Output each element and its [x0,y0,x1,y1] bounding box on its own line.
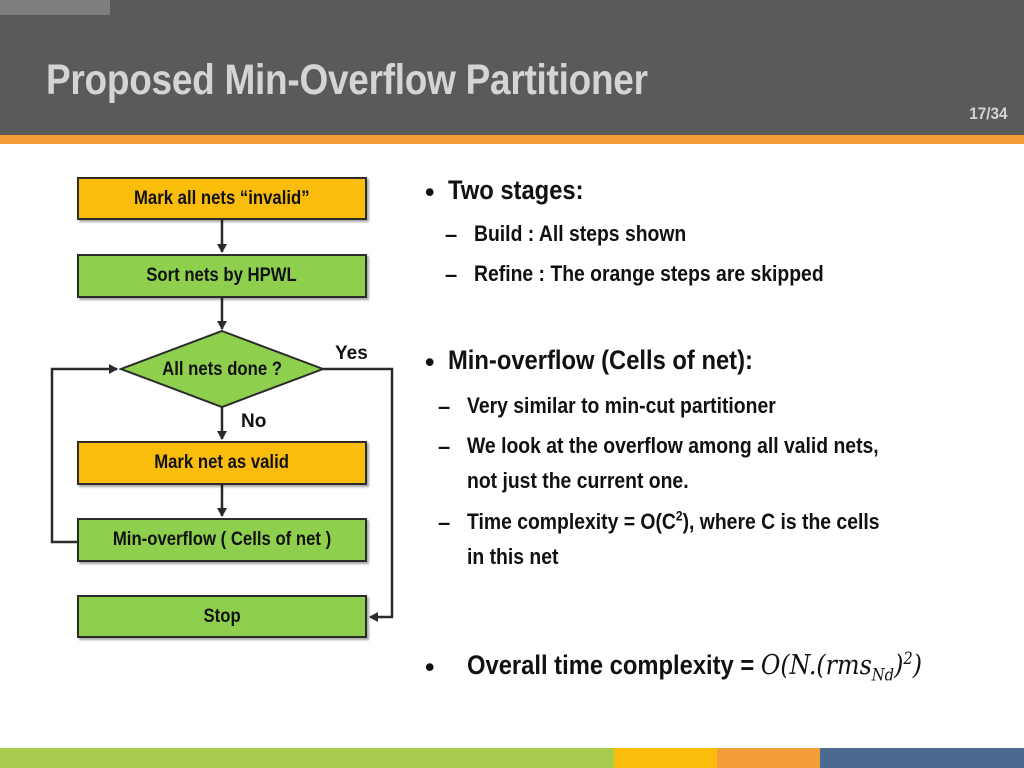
page-number: 17/34 [969,104,1008,123]
header-tab-decoration [0,0,110,15]
sub-bullet-overflow-line2: not just the current one. [467,468,689,493]
dash-marker: – [445,262,458,287]
step-mark-all-invalid: Mark all nets “invalid” [77,177,367,220]
header-accent-stripe [0,135,1024,144]
sub-bullet-refine: Refine : The orange steps are skipped [474,261,824,286]
bullet-marker: • [425,652,435,682]
sub-bullet-build: Build : All steps shown [474,221,687,246]
no-label: No [241,411,267,432]
sub-bullet-time-complexity: Time complexity = O(C2), where C is the … [467,508,880,534]
step-min-overflow: Min-overflow ( Cells of net ) [77,518,367,562]
dash-marker: – [438,510,451,535]
bullet-overall-complexity: Overall time complexity = O(N.(rmsNd)2) [467,648,923,685]
decision-label: All nets done ? [162,359,282,380]
bullet-marker: • [425,347,435,377]
slide-title: Proposed Min-Overflow Partitioner [46,56,648,104]
footer-stripe-green [0,748,614,768]
yes-arrow-to-stop [323,367,394,622]
bullet-two-stages: Two stages: [448,175,584,205]
yes-label: Yes [335,343,368,364]
bullet-min-overflow: Min-overflow (Cells of net): [448,345,753,375]
complexity-formula: O(N.(rmsNd)2) [760,648,923,685]
step-stop: Stop [77,595,367,638]
bullet-marker: • [425,177,435,207]
slide-header [0,0,1024,135]
footer-stripe-orange [717,748,820,768]
dash-marker: – [445,222,458,247]
footer-stripe-yellow [614,748,717,768]
dash-marker: – [438,394,451,419]
sub-bullet-overflow-line1: We look at the overflow among all valid … [467,433,879,458]
step-sort-nets: Sort nets by HPWL [77,254,367,298]
footer-stripe-blue [820,748,1024,768]
step-mark-net-valid: Mark net as valid [77,441,367,485]
dash-marker: – [438,434,451,459]
sub-bullet-time-complexity-line2: in this net [467,544,559,569]
sub-bullet-similar: Very similar to min-cut partitioner [467,393,776,418]
